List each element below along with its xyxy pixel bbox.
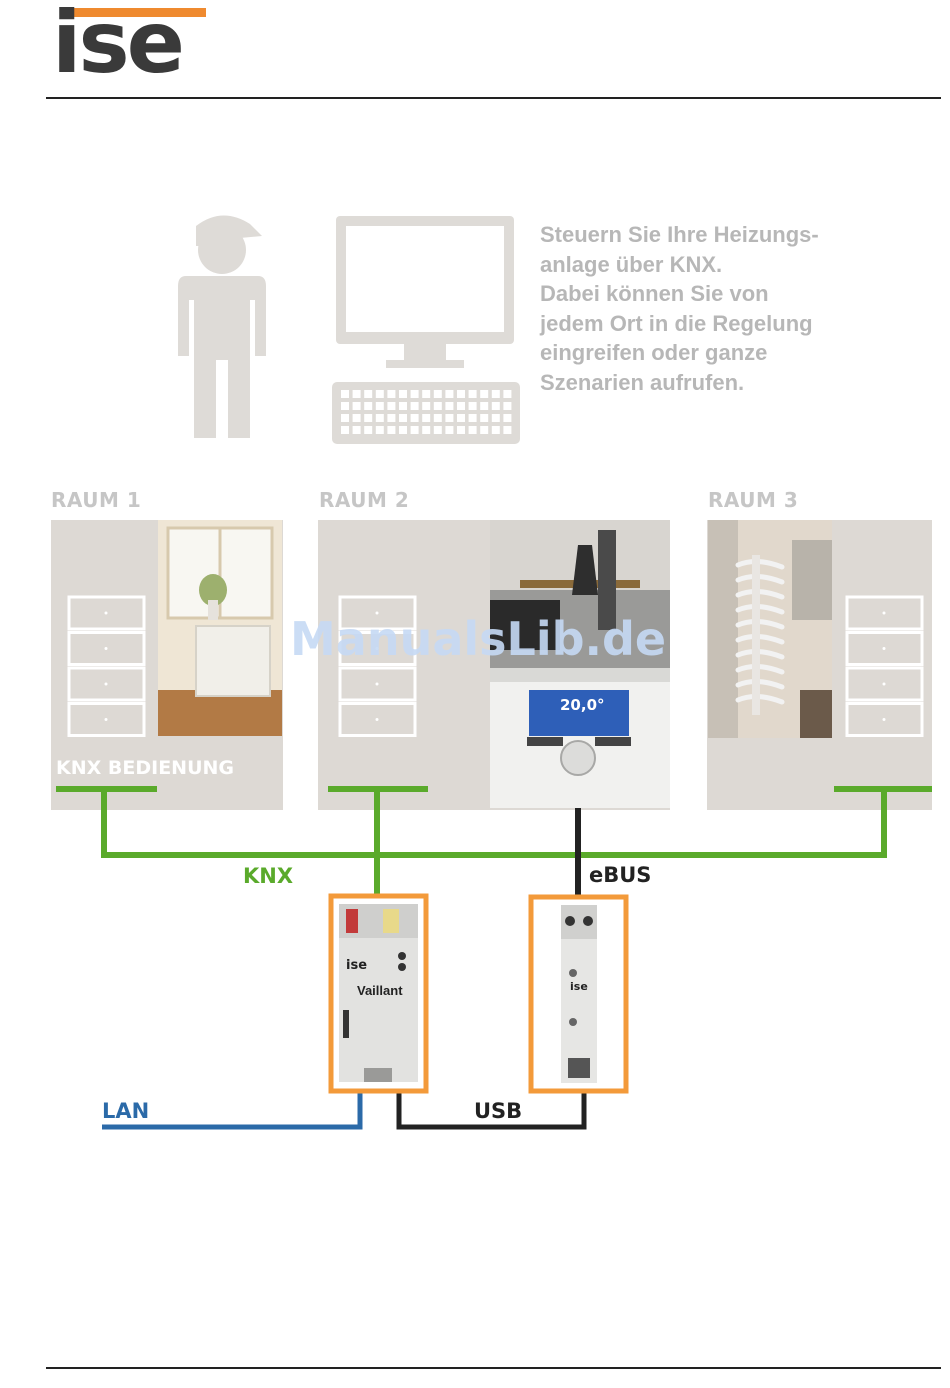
keyboard-key <box>411 414 419 422</box>
computer-icon <box>332 216 520 444</box>
keyboard-key <box>434 426 442 434</box>
keyboard-key <box>422 414 430 422</box>
room-3-label: RAUM 3 <box>708 488 798 512</box>
keyboard-key <box>422 390 430 398</box>
keyboard-key <box>480 426 488 434</box>
intro-text: Steuern Sie Ihre Heizungs- anlage über K… <box>540 220 900 397</box>
keyboard-key <box>411 426 419 434</box>
keyboard-key <box>503 426 511 434</box>
gateway-brand: ise <box>346 958 367 973</box>
keyboard-key <box>434 414 442 422</box>
keyboard-key <box>492 426 500 434</box>
ebus-adapter-device <box>531 897 626 1091</box>
keyboard-key <box>434 390 442 398</box>
keyboard-key <box>492 390 500 398</box>
keyboard-key <box>492 402 500 410</box>
keyboard-key <box>399 414 407 422</box>
keyboard-key <box>469 426 477 434</box>
keyboard-key <box>353 414 361 422</box>
thermostat-temperature: 20,0° <box>560 696 605 714</box>
keyboard-key <box>353 426 361 434</box>
keyboard-key <box>353 390 361 398</box>
ebus-label: eBUS <box>589 863 651 887</box>
keyboard-key <box>457 426 465 434</box>
keyboard-key <box>387 426 395 434</box>
keyboard-key <box>399 390 407 398</box>
keyboard-key <box>469 390 477 398</box>
keyboard-key <box>376 390 384 398</box>
keyboard-key <box>376 414 384 422</box>
keyboard-key <box>457 390 465 398</box>
keyboard-key <box>469 414 477 422</box>
keyboard-key <box>445 426 453 434</box>
room-1-label: RAUM 1 <box>51 488 141 512</box>
keyboard-key <box>503 402 511 410</box>
keyboard-key <box>434 402 442 410</box>
keyboard-key <box>376 426 384 434</box>
technician-icon <box>178 215 266 438</box>
room-1-photo <box>158 520 282 736</box>
keyboard-key <box>341 390 349 398</box>
keyboard-key <box>457 402 465 410</box>
keyboard-key <box>503 414 511 422</box>
keyboard-key <box>353 402 361 410</box>
knx-bus-label: KNX <box>243 864 293 888</box>
keyboard-key <box>411 390 419 398</box>
footer-rule <box>46 1367 941 1369</box>
keyboard-key <box>445 402 453 410</box>
keyboard-key <box>411 402 419 410</box>
keyboard-key <box>387 402 395 410</box>
keyboard-key <box>364 402 372 410</box>
adapter-brand: ise <box>570 980 588 993</box>
room-2-label: RAUM 2 <box>319 488 409 512</box>
keyboard-key <box>364 426 372 434</box>
keyboard-key <box>492 414 500 422</box>
keyboard-key <box>445 390 453 398</box>
keyboard-key <box>387 414 395 422</box>
keyboard-key <box>341 414 349 422</box>
keyboard-key <box>399 402 407 410</box>
knx-operation-label: KNX BEDIENUNG <box>56 757 234 779</box>
room-3-photo <box>708 520 832 738</box>
keyboard-key <box>422 426 430 434</box>
keyboard-key <box>422 402 430 410</box>
gateway-product: Vaillant <box>357 983 403 998</box>
lan-label: LAN <box>102 1099 149 1123</box>
keyboard-key <box>387 390 395 398</box>
keyboard-key <box>469 402 477 410</box>
keyboard-key <box>445 414 453 422</box>
thermostat-device <box>490 668 670 808</box>
keyboard-key <box>480 402 488 410</box>
watermark: ManualsLib.de <box>290 612 666 666</box>
keyboard-key <box>480 390 488 398</box>
keyboard-key <box>399 426 407 434</box>
keyboard-key <box>503 390 511 398</box>
usb-label: USB <box>474 1099 522 1123</box>
keyboard-key <box>364 414 372 422</box>
keyboard-key <box>376 402 384 410</box>
keyboard-key <box>341 402 349 410</box>
keyboard-key <box>480 414 488 422</box>
keyboard-key <box>341 426 349 434</box>
keyboard-key <box>364 390 372 398</box>
keyboard-key <box>457 414 465 422</box>
